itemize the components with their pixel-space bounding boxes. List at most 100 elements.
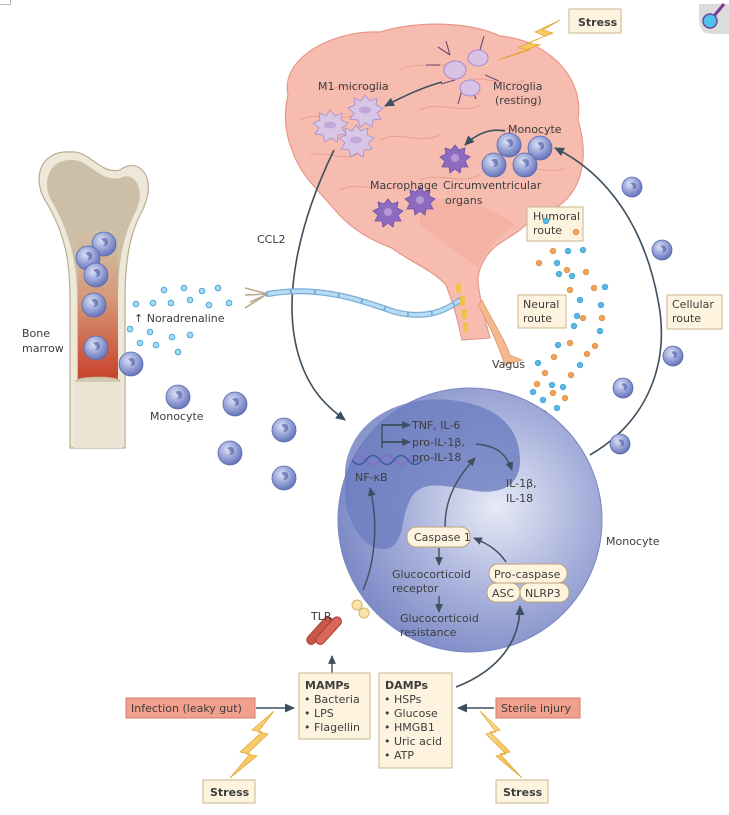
ccl2-label: CCL2	[257, 233, 286, 246]
stress-bolt-top	[497, 19, 561, 61]
cytokine-particle-orange	[582, 268, 590, 276]
nfkb-label: NF-κB	[355, 471, 388, 484]
cytokine-particle-blue	[573, 312, 581, 320]
stress-bolt-right	[479, 710, 523, 779]
il18-label: IL-18	[506, 492, 533, 505]
mamps-item: • LPS	[304, 707, 334, 720]
cytokine-particle-orange	[579, 314, 587, 322]
stress-box-top	[568, 8, 622, 34]
pro-il1b-label: pro-IL-1β,	[412, 436, 465, 449]
cytokine-particle-orange	[567, 371, 575, 379]
ccl2-arrow	[291, 149, 346, 421]
gc-receptor-label-2: receptor	[392, 582, 439, 595]
cytokine-particle-orange	[598, 314, 606, 322]
damps-item: • HSPs	[384, 693, 422, 706]
asc-label: ASC	[492, 587, 515, 600]
mamps-item: • Bacteria	[304, 693, 360, 706]
cellular-route-label-2: route	[672, 312, 701, 325]
magnifier-badge-icon[interactable]	[699, 3, 729, 34]
damps-box	[378, 672, 453, 769]
pro-caspase-label: Pro-caspase	[494, 568, 561, 581]
damps-item: • ATP	[384, 749, 414, 762]
sterile-injury-box	[495, 697, 581, 719]
arrow-microglia-activation	[384, 81, 443, 107]
cytokine-particle-orange	[533, 380, 541, 388]
nlrp3-pill	[519, 582, 570, 603]
monocyte-cell-label: Monocyte	[606, 535, 660, 548]
stress-box-left	[202, 779, 256, 804]
stress-label-top: Stress	[578, 16, 618, 29]
sterile-injury-label: Sterile injury	[501, 702, 572, 715]
arrow-inflammasome-to-caspase	[473, 537, 507, 563]
tlr-receptor	[306, 599, 370, 645]
cytokine-particle-blue	[553, 404, 561, 412]
cytokine-particle-orange	[591, 342, 599, 350]
microglia-label-1: Microglia	[493, 80, 542, 93]
stress-label-left: Stress	[210, 786, 250, 799]
damps-item: • Uric acid	[384, 735, 442, 748]
cytokine-particle-blue	[559, 383, 567, 391]
caspase1-pill	[406, 526, 471, 548]
cytokine-particle-orange	[550, 353, 558, 361]
cytokine-particle-blue	[539, 396, 547, 404]
vagus-nerve	[477, 299, 524, 366]
arrow-damps-to-nlrp3	[455, 604, 525, 688]
circumventricular-label-2: organs	[445, 194, 483, 207]
cytokine-particle-blue	[542, 217, 550, 225]
resting-microglia-bodies	[443, 49, 489, 97]
cytokine-particle-blue	[597, 301, 605, 309]
circumventricular-label-1: Circumventricular	[443, 179, 542, 192]
cytokine-particle-blue	[596, 327, 604, 335]
cytokine-particle-blue	[564, 247, 572, 255]
cytokine-particle-orange	[549, 247, 557, 255]
tlr-label: TLR	[310, 610, 332, 623]
neural-route-label-1: Neural	[523, 298, 559, 311]
caspase1-label: Caspase 1	[414, 531, 471, 544]
damps-item: • Glucose	[384, 707, 438, 720]
mamps-box	[298, 672, 371, 740]
gc-receptor-label-1: Glucocorticoid	[392, 568, 471, 581]
cytokine-particle-blue	[601, 283, 609, 291]
cytokine-particle-blue	[555, 270, 563, 278]
pro-il18-label: pro-IL-18	[412, 451, 461, 464]
cytokine-particle-blue	[579, 246, 587, 254]
cytokine-particle-orange	[535, 259, 543, 267]
macrophage-label: Macrophage	[370, 179, 438, 192]
cytokine-particle-blue	[570, 322, 578, 330]
cytokine-particle-orange	[549, 389, 557, 397]
dna-icon	[351, 454, 423, 466]
cytokine-particle-orange	[572, 228, 580, 236]
bone-marrow-label-1: Bone	[22, 327, 50, 340]
cytokine-particle-blue	[576, 361, 584, 369]
tnf-il6-label: TNF, IL-6	[411, 419, 460, 432]
stress-label-right: Stress	[503, 786, 543, 799]
damps-title: DAMPs	[385, 679, 428, 692]
cellular-route-arrow	[553, 147, 663, 456]
noradrenaline-particles	[126, 284, 233, 356]
il1b-label: IL-1β,	[506, 477, 537, 490]
neural-route-label-2: route	[523, 312, 552, 325]
arrow-monocyte-to-macrophage	[464, 129, 506, 146]
cytokine-particle-orange	[561, 394, 569, 402]
cytokine-particle-blue	[529, 388, 537, 396]
gc-resistance-label-1: Glucocorticoid	[400, 612, 479, 625]
cytokine-particle-blue	[576, 296, 584, 304]
cytokine-particle-blue	[568, 272, 576, 280]
nucleus	[345, 399, 520, 550]
mamps-item: • Flagellin	[304, 721, 360, 734]
cytokine-particle-orange	[590, 284, 598, 292]
cytokine-particle-blue	[534, 359, 542, 367]
cytokine-particle-blue	[553, 259, 561, 267]
mamps-title: MAMPs	[305, 679, 350, 692]
microglia-label-2: (resting)	[495, 94, 542, 107]
cytokine-particle-orange	[583, 350, 591, 358]
gc-resistance-label-2: resistance	[400, 626, 457, 639]
humoral-route-label-1: Humoral	[533, 210, 580, 223]
humoral-route-label-2: route	[533, 224, 562, 237]
infection-label: Infection (leaky gut)	[131, 702, 242, 715]
cytokine-particle-blue	[548, 381, 556, 389]
cytokine-particle-blue	[554, 341, 562, 349]
nlrp3-label: NLRP3	[525, 587, 561, 600]
m1-microglia-label: M1 microglia	[318, 80, 389, 93]
